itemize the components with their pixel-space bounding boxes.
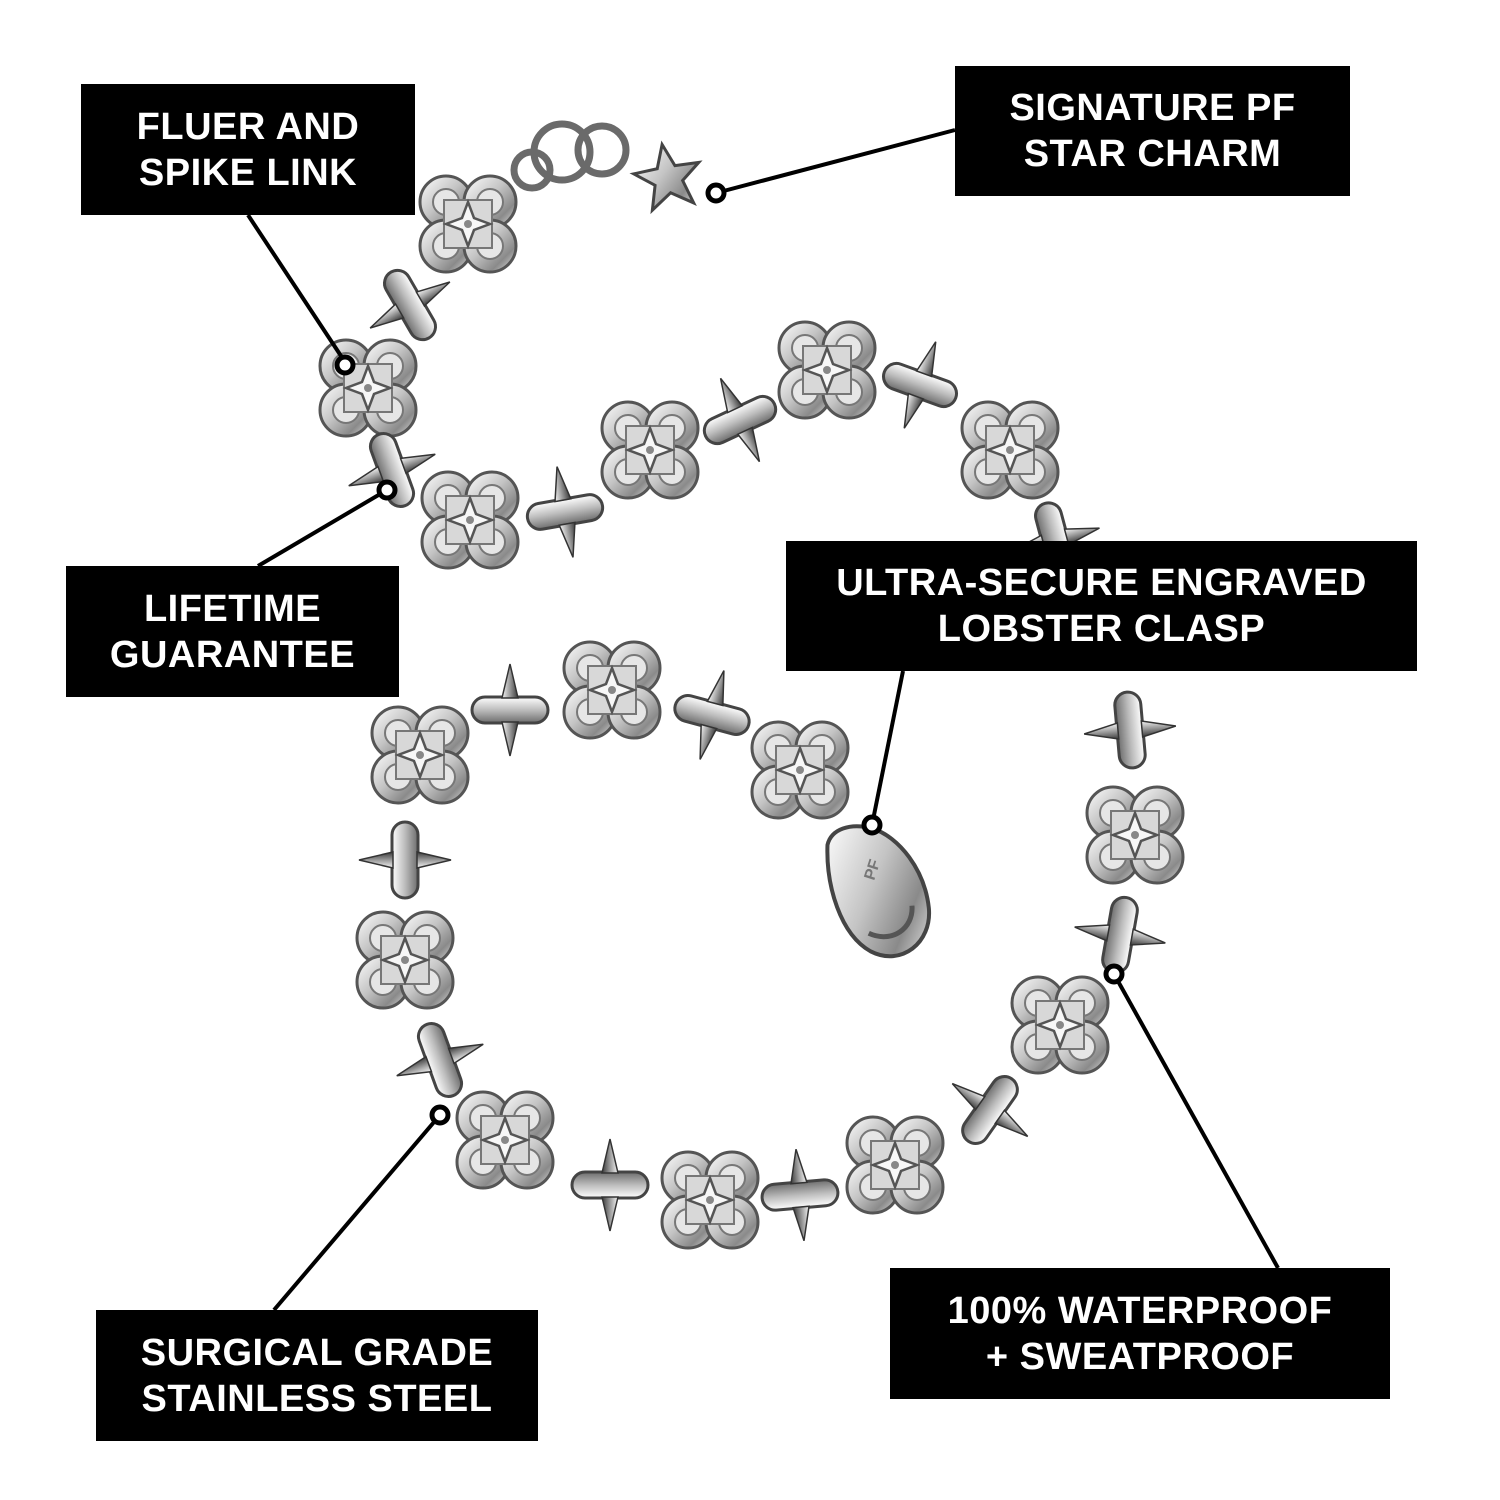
callout-line: STAR CHARM bbox=[1023, 133, 1282, 175]
callout-line: LIFETIME bbox=[143, 587, 322, 630]
fleur-link-icon bbox=[455, 1090, 555, 1190]
fleur-link-icon bbox=[845, 1115, 945, 1215]
callout-surgical-steel: SURGICAL GRADE STAINLESS STEEL bbox=[96, 1310, 538, 1441]
spike-link-icon bbox=[357, 820, 453, 900]
spike-link-icon bbox=[470, 662, 550, 758]
star-charm-icon bbox=[629, 140, 703, 215]
spike-link-icon bbox=[867, 327, 973, 443]
chain-links bbox=[318, 174, 1185, 1250]
callout-lifetime-guarantee: LIFETIME GUARANTEE bbox=[66, 566, 399, 697]
spike-link-icon bbox=[1079, 686, 1181, 774]
fleur-link-icon bbox=[1010, 975, 1110, 1075]
fleur-link-icon bbox=[777, 320, 877, 420]
callout-line: + SWEATPROOF bbox=[985, 1335, 1295, 1378]
callout-waterproof: 100% WATERPROOF + SWEATPROOF bbox=[890, 1268, 1390, 1399]
fleur-link-icon bbox=[960, 400, 1060, 500]
svg-text:PF: PF bbox=[862, 857, 885, 882]
fleur-link-icon bbox=[318, 338, 418, 438]
spike-link-icon bbox=[661, 659, 763, 771]
spike-link-icon bbox=[684, 360, 796, 480]
fleur-link-icon bbox=[1085, 785, 1185, 885]
fleur-link-icon bbox=[420, 470, 520, 570]
fleur-link-icon bbox=[370, 705, 470, 805]
callout-line: STAINLESS STEEL bbox=[141, 1377, 493, 1420]
fleur-link-icon bbox=[355, 910, 455, 1010]
callout-line: SPIKE LINK bbox=[138, 151, 358, 194]
callout-star-charm: SIGNATURE PF STAR CHARM bbox=[955, 66, 1350, 196]
spike-link-icon bbox=[518, 458, 612, 566]
fleur-link-icon bbox=[750, 720, 850, 820]
callout-line: ULTRA-SECURE ENGRAVED bbox=[836, 562, 1367, 604]
callout-lobster-clasp: ULTRA-SECURE ENGRAVED LOBSTER CLASP bbox=[786, 541, 1417, 671]
callout-dots bbox=[334, 182, 1125, 1126]
callout-line: SURGICAL GRADE bbox=[140, 1331, 494, 1374]
spike-link-icon bbox=[756, 1144, 844, 1246]
callout-line: 100% WATERPROOF bbox=[947, 1289, 1333, 1332]
callout-line: FLUER AND bbox=[136, 105, 360, 148]
callout-line: SIGNATURE PF bbox=[1009, 87, 1296, 129]
fleur-link-icon bbox=[660, 1150, 760, 1250]
callout-fleur-spike-link: FLUER AND SPIKE LINK bbox=[81, 84, 415, 215]
fleur-link-icon bbox=[418, 174, 518, 274]
fleur-link-icon bbox=[600, 400, 700, 500]
callout-line: LOBSTER CLASP bbox=[937, 608, 1266, 650]
fleur-link-icon bbox=[562, 640, 662, 740]
spike-link-icon bbox=[570, 1137, 650, 1233]
jump-rings bbox=[510, 120, 630, 192]
lobster-clasp-icon: PF bbox=[825, 824, 931, 959]
callout-line: GUARANTEE bbox=[109, 633, 356, 676]
callout-lines bbox=[246, 128, 1280, 1312]
